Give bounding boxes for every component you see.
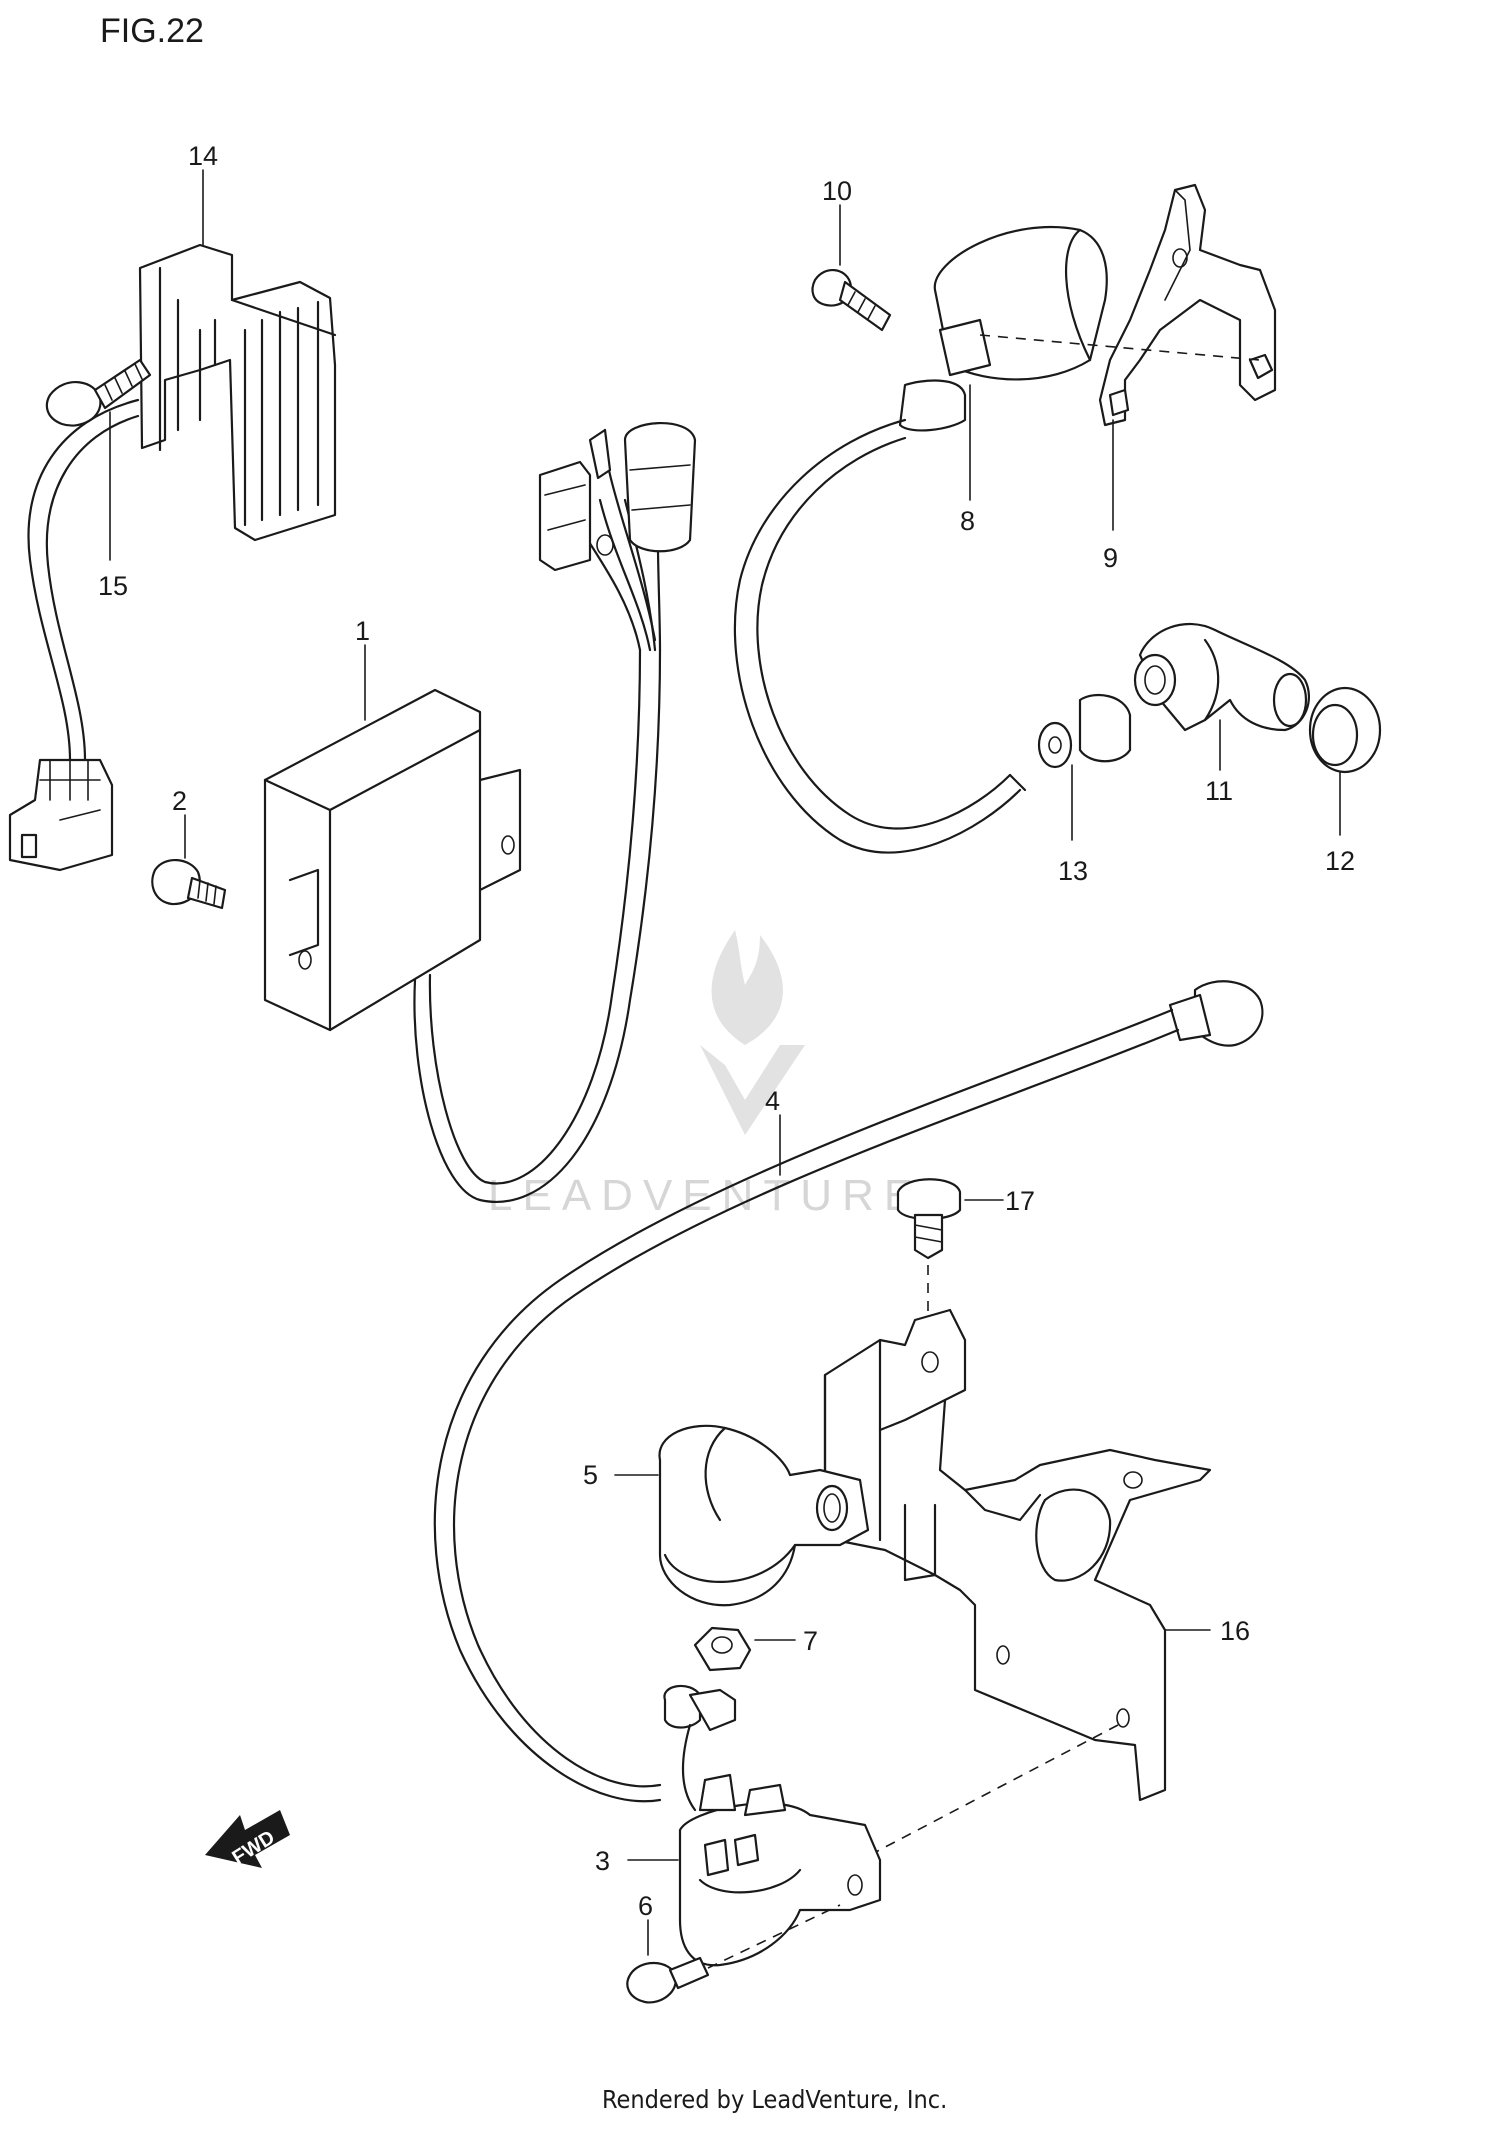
- callout-8: 8: [960, 506, 975, 536]
- part-2-bolt: [151, 814, 227, 910]
- callout-14: 14: [188, 141, 218, 171]
- part-12-seal: [1308, 686, 1382, 836]
- part-3-starter-relay: [627, 1684, 882, 1967]
- figure-title: FIG.22: [100, 12, 204, 50]
- part-6-screw: [626, 1904, 841, 2004]
- part-9-bracket: [979, 183, 1277, 531]
- part-8-ignition-coil: [733, 225, 1108, 854]
- part-10-bolt: [811, 204, 892, 332]
- part-15-bolt: [45, 358, 152, 561]
- part-17-bolt: [896, 1178, 1004, 1360]
- part-1-cdi-unit: [263, 421, 697, 1203]
- callout-10: 10: [822, 176, 852, 206]
- callout-1: 1: [355, 616, 370, 646]
- part-14-regulator: [8, 169, 337, 872]
- callout-9: 9: [1103, 543, 1118, 573]
- fwd-arrow-icon: FWD: [205, 1810, 290, 1869]
- part-4-starter-lead: [433, 980, 1264, 1803]
- callout-2: 2: [172, 786, 187, 816]
- watermark-text: LEADVENTURE: [488, 1171, 923, 1220]
- watermark: LEADVENTURE: [488, 930, 923, 1220]
- callout-13: 13: [1058, 856, 1088, 886]
- callout-3: 3: [595, 1846, 610, 1876]
- callout-15: 15: [98, 571, 128, 601]
- footer-credit: Rendered by LeadVenture, Inc.: [602, 2085, 947, 2114]
- part-16-bracket: [823, 1308, 1212, 1856]
- part-7-nut: [693, 1626, 796, 1672]
- callout-12: 12: [1325, 846, 1355, 876]
- callout-16: 16: [1220, 1616, 1250, 1646]
- callout-17: 17: [1005, 1186, 1035, 1216]
- callout-4: 4: [765, 1086, 780, 1116]
- callout-5: 5: [583, 1460, 598, 1490]
- callout-6: 6: [638, 1891, 653, 1921]
- callout-7: 7: [803, 1626, 818, 1656]
- part-11-plug-cap: [1133, 622, 1310, 771]
- part-5-boot: [614, 1424, 870, 1607]
- callout-11: 11: [1205, 776, 1233, 806]
- part-13-terminal: [1037, 693, 1132, 841]
